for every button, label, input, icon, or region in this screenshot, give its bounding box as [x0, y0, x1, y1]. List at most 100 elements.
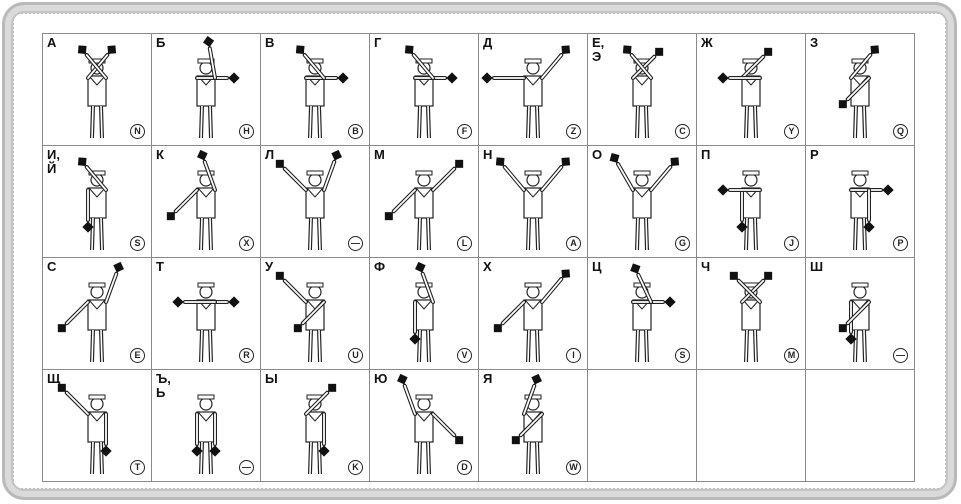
- semaphore-cell: ПJ: [697, 146, 806, 258]
- latin-equivalent-badge: P: [893, 236, 908, 251]
- semaphore-flag: [167, 212, 175, 220]
- sailor-cap: [307, 283, 323, 287]
- semaphore-flag: [296, 45, 305, 54]
- latin-equivalent-badge: A: [566, 236, 581, 251]
- semaphore-cell: [806, 370, 915, 482]
- latin-equivalent-badge: —: [239, 460, 254, 475]
- semaphore-flag: [228, 72, 239, 83]
- semaphore-cell: [588, 370, 697, 482]
- semaphore-cell: ЯW: [479, 370, 588, 482]
- sailor-cap: [525, 395, 541, 399]
- sailor-body: [415, 76, 433, 106]
- sailor-cap: [525, 283, 541, 287]
- sailor-head: [636, 174, 648, 186]
- semaphore-cell: ДZ: [479, 34, 588, 146]
- semaphore-flag: [764, 48, 772, 56]
- sailor-body: [742, 188, 760, 218]
- sailor-head: [200, 62, 212, 74]
- sailor-body: [197, 188, 215, 218]
- semaphore-flag: [839, 100, 847, 108]
- semaphore-cell: Е, ЭC: [588, 34, 697, 146]
- sailor-head: [91, 398, 103, 410]
- sailor-cap: [307, 171, 323, 175]
- sailor-body: [415, 300, 433, 330]
- sailor-body: [197, 76, 215, 106]
- sailor-cap: [416, 395, 432, 399]
- semaphore-flag: [561, 45, 570, 54]
- sailor-head: [527, 174, 539, 186]
- semaphore-cell: НA: [479, 146, 588, 258]
- latin-equivalent-badge: B: [348, 124, 363, 139]
- sailor-head: [418, 398, 430, 410]
- sailor-body: [633, 76, 651, 106]
- semaphore-flag: [78, 45, 87, 54]
- latin-equivalent-badge: Y: [784, 124, 799, 139]
- latin-equivalent-badge: I: [566, 348, 581, 363]
- semaphore-flag: [58, 384, 66, 392]
- sailor-head: [309, 174, 321, 186]
- sailor-body: [197, 412, 215, 442]
- semaphore-flag: [276, 160, 284, 168]
- semaphore-flag: [397, 374, 408, 385]
- sailor-body: [633, 188, 651, 218]
- sailor-head: [527, 62, 539, 74]
- semaphore-flag: [882, 184, 893, 195]
- semaphore-cell: ЖY: [697, 34, 806, 146]
- latin-equivalent-badge: X: [239, 236, 254, 251]
- latin-equivalent-badge: L: [457, 236, 472, 251]
- semaphore-cell: БH: [152, 34, 261, 146]
- latin-equivalent-badge: Z: [566, 124, 581, 139]
- sailor-body: [633, 300, 651, 330]
- semaphore-flag: [764, 272, 772, 280]
- semaphore-flag: [512, 436, 520, 444]
- semaphore-cell: ФV: [370, 258, 479, 370]
- sailor-cap: [198, 171, 214, 175]
- semaphore-flag: [455, 436, 463, 444]
- semaphore-flag: [415, 262, 426, 273]
- semaphore-flag: [172, 296, 183, 307]
- sailor-head: [309, 286, 321, 298]
- latin-equivalent-badge: T: [130, 460, 145, 475]
- semaphore-flag: [561, 269, 570, 278]
- semaphore-cell: СE: [43, 258, 152, 370]
- semaphore-flag: [481, 72, 492, 83]
- sailor-body: [742, 76, 760, 106]
- latin-equivalent-badge: V: [457, 348, 472, 363]
- sailor-cap: [852, 171, 868, 175]
- sailor-cap: [416, 171, 432, 175]
- semaphore-flag: [610, 153, 620, 163]
- latin-equivalent-badge: —: [893, 348, 908, 363]
- semaphore-flag: [623, 45, 632, 54]
- sailor-head: [854, 174, 866, 186]
- latin-equivalent-badge: J: [784, 236, 799, 251]
- sailor-cap: [852, 283, 868, 287]
- semaphore-cell: ЦS: [588, 258, 697, 370]
- sailor-cap: [416, 283, 432, 287]
- semaphore-flag: [717, 72, 728, 83]
- semaphore-flag: [670, 157, 679, 166]
- latin-equivalent-badge: S: [675, 348, 690, 363]
- sailor-body: [524, 76, 542, 106]
- latin-equivalent-badge: F: [457, 124, 472, 139]
- semaphore-cell: ВB: [261, 34, 370, 146]
- latin-equivalent-badge: E: [130, 348, 145, 363]
- semaphore-cell: Л—: [261, 146, 370, 258]
- latin-equivalent-badge: W: [566, 460, 581, 475]
- latin-equivalent-badge: D: [457, 460, 472, 475]
- sailor-cap: [743, 171, 759, 175]
- semaphore-flag: [405, 45, 414, 54]
- semaphore-flag: [839, 324, 847, 332]
- latin-equivalent-badge: G: [675, 236, 690, 251]
- sailor-body: [88, 76, 106, 106]
- sailor-cap: [198, 395, 214, 399]
- sailor-cap: [89, 283, 105, 287]
- semaphore-cell: Ъ, Ь—: [152, 370, 261, 482]
- semaphore-flag: [294, 324, 302, 332]
- semaphore-cell: [697, 370, 806, 482]
